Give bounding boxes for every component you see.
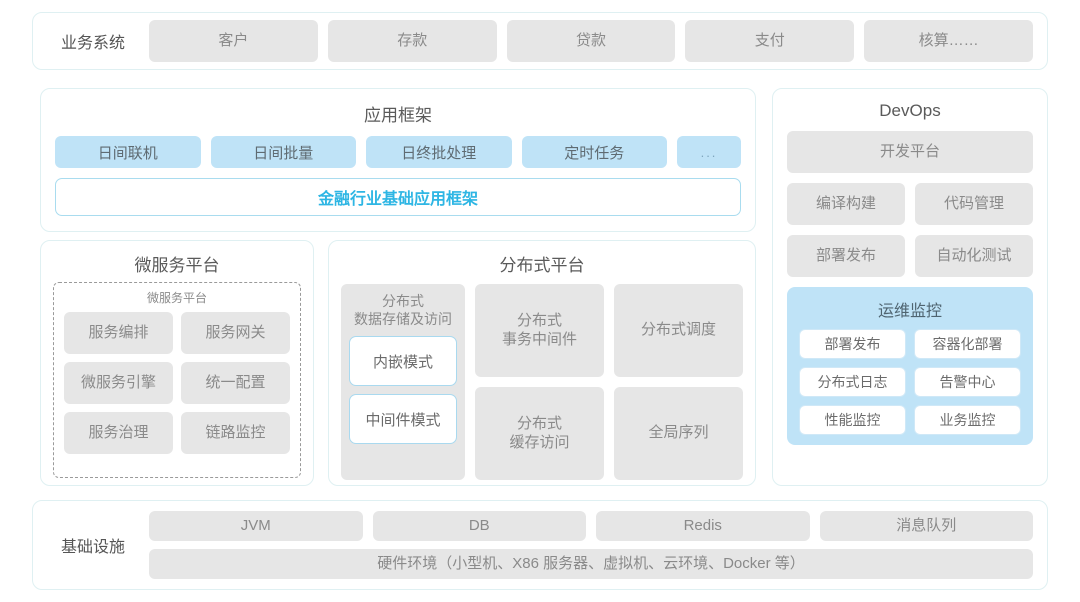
distributed-item-cache-access-line1: 分布式: [516, 414, 562, 432]
infrastructure-hardware-bar[interactable]: 硬件环境（小型机、X86 服务器、虚拟机、云环境、Docker 等）: [149, 549, 1033, 579]
infrastructure-content: JVM DB Redis 消息队列 硬件环境（小型机、X86 服务器、虚拟机、云…: [149, 511, 1033, 579]
business-system-card: 业务系统 客户 存款 贷款 支付 核算……: [32, 12, 1048, 70]
application-framework-chip-row: 日间联机 日间批量 日终批处理 定时任务 ...: [55, 136, 741, 168]
ops-item-alert-center[interactable]: 告警中心: [914, 367, 1021, 397]
microservice-platform-inner-title: 微服务平台: [146, 291, 207, 305]
distributed-platform-grid: 分布式 事务中间件 分布式调度 分布式 缓存访问 全局序列: [475, 284, 743, 480]
devops-grid: 编译构建 代码管理 部署发布 自动化测试: [787, 183, 1033, 277]
microservice-item-orchestration[interactable]: 服务编排: [64, 312, 173, 354]
distributed-storage-box[interactable]: 分布式 数据存储及访问 内嵌模式 中间件模式: [341, 284, 465, 480]
business-system-label: 业务系统: [60, 35, 125, 52]
distributed-item-cache-access[interactable]: 分布式 缓存访问: [475, 387, 604, 480]
infrastructure-item-redis[interactable]: Redis: [596, 511, 810, 541]
ops-monitoring-grid: 部署发布 容器化部署 分布式日志 告警中心 性能监控 业务监控: [799, 329, 1021, 435]
distributed-storage-mode-middleware[interactable]: 中间件模式: [349, 394, 457, 445]
business-system-item-accounting[interactable]: 核算……: [864, 20, 1033, 62]
app-framework-item-daytime-online[interactable]: 日间联机: [55, 136, 201, 168]
microservice-item-engine[interactable]: 微服务引擎: [64, 362, 173, 404]
distributed-storage-title-line1: 分布式: [382, 293, 424, 309]
ops-item-deploy-release[interactable]: 部署发布: [799, 329, 906, 359]
distributed-storage-mode-embedded[interactable]: 内嵌模式: [349, 336, 457, 387]
microservice-item-trace-monitoring[interactable]: 链路监控: [181, 412, 290, 454]
application-framework-card: 应用框架 日间联机 日间批量 日终批处理 定时任务 ... 金融行业基础应用框架: [40, 88, 756, 232]
infrastructure-card: 基础设施 JVM DB Redis 消息队列 硬件环境（小型机、X86 服务器、…: [32, 500, 1048, 590]
app-framework-item-daytime-batch[interactable]: 日间批量: [210, 136, 356, 168]
devops-item-compile-build[interactable]: 编译构建: [787, 183, 905, 225]
infrastructure-item-db[interactable]: DB: [372, 511, 586, 541]
devops-item-automated-test[interactable]: 自动化测试: [915, 235, 1033, 277]
app-framework-item-eod-batch[interactable]: 日终批处理: [366, 136, 512, 168]
devops-item-dev-platform[interactable]: 开发平台: [787, 131, 1033, 173]
microservice-platform-title: 微服务平台: [134, 256, 220, 275]
microservice-item-governance[interactable]: 服务治理: [64, 412, 173, 454]
infrastructure-item-jvm[interactable]: JVM: [149, 511, 363, 541]
microservice-platform-dashed-box: 微服务平台 服务编排 服务网关 微服务引擎 统一配置 服务治理 链路监控: [53, 282, 301, 478]
microservice-platform-card: 微服务平台 微服务平台 服务编排 服务网关 微服务引擎 统一配置 服务治理 链路…: [40, 240, 314, 486]
business-system-item-payment[interactable]: 支付: [685, 20, 855, 62]
distributed-item-cache-access-line2: 缓存访问: [509, 433, 570, 451]
devops-item-deploy-release[interactable]: 部署发布: [787, 235, 905, 277]
devops-title: DevOps: [879, 101, 941, 120]
devops-item-code-management[interactable]: 代码管理: [915, 183, 1033, 225]
distributed-platform-title: 分布式平台: [499, 256, 585, 275]
application-framework-title: 应用框架: [364, 106, 432, 125]
distributed-platform-body: 分布式 数据存储及访问 内嵌模式 中间件模式 分布式 事务中间件: [341, 284, 743, 480]
ops-monitoring-box: 运维监控 部署发布 容器化部署 分布式日志 告警中心 性能监控 业务监控: [787, 287, 1033, 445]
middle-area: 应用框架 日间联机 日间批量 日终批处理 定时任务 ... 金融行业基础应用框架…: [32, 88, 1048, 486]
business-system-item-deposit[interactable]: 存款: [327, 20, 497, 62]
business-system-item-loan[interactable]: 贷款: [506, 20, 676, 62]
app-framework-item-scheduled-task[interactable]: 定时任务: [521, 136, 667, 168]
distributed-item-transaction-middleware-line2: 事务中间件: [501, 330, 577, 348]
infrastructure-item-message-queue[interactable]: 消息队列: [819, 511, 1033, 541]
infrastructure-label: 基础设施: [60, 539, 125, 556]
infrastructure-row: 基础设施 JVM DB Redis 消息队列 硬件环境（小型机、X86 服务器、…: [33, 501, 1047, 589]
app-framework-item-more[interactable]: ...: [677, 136, 741, 168]
business-system-row: 业务系统 客户 存款 贷款 支付 核算……: [33, 13, 1047, 69]
infrastructure-chip-row: JVM DB Redis 消息队列: [149, 511, 1033, 541]
distributed-item-scheduling[interactable]: 分布式调度: [614, 284, 743, 377]
microservice-item-unified-config[interactable]: 统一配置: [181, 362, 290, 404]
ops-monitoring-title: 运维监控: [877, 303, 942, 320]
distributed-storage-title-line2: 数据存储及访问: [354, 311, 452, 328]
devops-card: DevOps 开发平台 编译构建 代码管理 部署发布 自动化测试 运维监控 部署…: [772, 88, 1048, 486]
ops-item-business-monitoring[interactable]: 业务监控: [914, 405, 1021, 435]
left-column: 应用框架 日间联机 日间批量 日终批处理 定时任务 ... 金融行业基础应用框架…: [40, 88, 756, 486]
microservice-platform-grid: 服务编排 服务网关 微服务引擎 统一配置 服务治理 链路监控: [64, 312, 290, 454]
business-system-item-customer[interactable]: 客户: [149, 20, 318, 62]
distributed-item-transaction-middleware-line1: 分布式: [516, 311, 562, 329]
ops-item-performance-monitoring[interactable]: 性能监控: [799, 405, 906, 435]
finance-base-framework-bar[interactable]: 金融行业基础应用框架: [55, 178, 741, 216]
distributed-platform-card: 分布式平台 分布式 数据存储及访问 内嵌模式 中间件模式 分布式: [328, 240, 756, 486]
distributed-item-global-sequence[interactable]: 全局序列: [614, 387, 743, 480]
ops-item-containerized-deploy[interactable]: 容器化部署: [914, 329, 1021, 359]
ops-item-distributed-log[interactable]: 分布式日志: [799, 367, 906, 397]
distributed-storage-title: 分布式 数据存储及访问: [354, 292, 452, 328]
microservice-item-gateway[interactable]: 服务网关: [181, 312, 290, 354]
distributed-item-transaction-middleware[interactable]: 分布式 事务中间件: [475, 284, 604, 377]
